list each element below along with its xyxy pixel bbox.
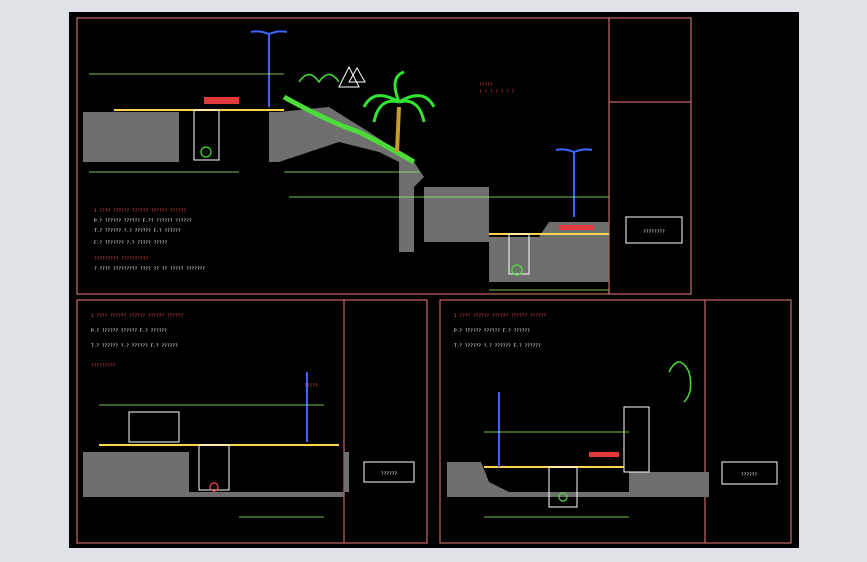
left-ground xyxy=(83,452,349,497)
car-block xyxy=(204,97,239,104)
sheet-top: ???????? 1 ???? ? xyxy=(76,17,692,295)
legend-row-2: P.? ?????? ?????? F.?? ?????? ?????? xyxy=(94,218,192,224)
duct-box xyxy=(193,109,220,161)
title-block-text: ???????? xyxy=(643,229,665,235)
right-title-box xyxy=(721,461,778,485)
legend-row-4: F.? ??????? ?.? ????? ????? xyxy=(94,240,167,246)
slope-vegetation xyxy=(282,94,416,165)
street-lamp-arms xyxy=(250,30,288,35)
cad-drawing-canvas: ???????? 1 ???? ? xyxy=(69,12,799,548)
right-legend-2: P.? ?????? ?????? F.? ?????? xyxy=(454,328,530,334)
left-legend-3: T.? ?????? ?.? ?????? F.? ?????? xyxy=(91,343,178,349)
left-legend-1: 1 ???? ?????? ?????? ?????? ?????? xyxy=(91,313,183,319)
pipe-circle-right xyxy=(511,264,523,276)
title-block-box xyxy=(625,216,683,244)
right-tree xyxy=(668,361,692,403)
street-lamp-right-arms xyxy=(555,148,593,153)
legend-row-3: T.? ?????? ?.? ?????? F.? ?????? xyxy=(94,228,181,234)
section-label-b: ????? xyxy=(304,383,318,389)
sheet-bottom-right: ?????? 1 ???? ?????? ?????? ?????? ?????… xyxy=(439,299,792,544)
red-block-right xyxy=(559,225,594,230)
left-duct-box xyxy=(198,444,230,491)
section-label-a: ????? xyxy=(479,82,493,88)
sheet-right-frame xyxy=(439,299,792,544)
legend-row-6: ? ???? ????????? ???? ?? ?? ????? ??????… xyxy=(94,266,205,272)
ground-right xyxy=(424,187,609,282)
shrub-green xyxy=(298,73,340,84)
right-legend-3: T.? ?????? ?.? ?????? F.? ?????? xyxy=(454,343,541,349)
left-pipe xyxy=(209,482,219,492)
sheet-top-frame xyxy=(76,17,692,295)
left-legend-2: P.? ?????? ?????? F.? ?????? xyxy=(91,328,167,334)
left-area-label: ????????? xyxy=(91,363,116,369)
right-duct-box xyxy=(548,466,578,508)
slope-ground xyxy=(279,107,424,252)
shrub-outline xyxy=(338,65,366,88)
palm-fronds xyxy=(362,70,436,123)
left-title-box xyxy=(363,461,415,483)
sheet-bottom-left: ?????? 1 ???? ?????? ?????? ?????? ?????… xyxy=(76,299,428,544)
right-red-block xyxy=(589,452,619,457)
car-outline xyxy=(128,411,180,443)
section-label-a-sub: ? ? ? ? ? ? ? xyxy=(479,89,515,95)
pipe-circle xyxy=(200,146,212,158)
ground-left xyxy=(83,112,279,162)
palm-trunk xyxy=(395,106,401,153)
right-wall xyxy=(623,406,650,473)
left-title-text: ?????? xyxy=(381,471,398,477)
cad-drawing: ???????? 1 ???? ? xyxy=(76,17,792,544)
legend-row-1: 1 ???? ?????? ?????? ?????? ?????? xyxy=(94,208,186,214)
sheet-left-frame xyxy=(76,299,428,544)
legend-row-5: ????????? ?????????? xyxy=(94,256,148,262)
right-pipe xyxy=(558,492,568,502)
right-ground xyxy=(447,462,709,497)
right-legend-1: 1 ???? ?????? ?????? ?????? ?????? xyxy=(454,313,546,319)
right-title-text: ?????? xyxy=(741,472,758,478)
